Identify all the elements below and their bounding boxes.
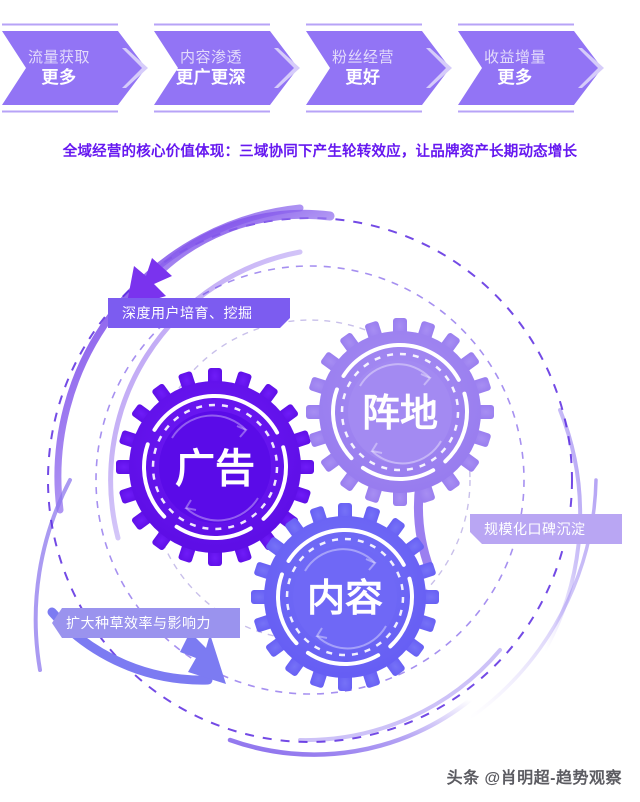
gear-advertising-hub <box>159 411 271 523</box>
banner-step-3: 粉丝经营 更好 <box>304 22 456 114</box>
process-banner: 流量获取 更多 内容渗透 更广更深 <box>0 22 640 114</box>
gear-position-label: 阵地 <box>362 393 438 435</box>
tag-expand-seeding-efficiency: 扩大种草效率与影响力 <box>52 608 240 638</box>
gear-advertising-spin-arrow-2-icon <box>184 499 197 511</box>
gear-content-spin-arrow-2-icon <box>315 627 328 639</box>
tag-label-2: 扩大种草效率与影响力 <box>66 615 211 631</box>
gear-position-ring-dashed <box>340 352 460 472</box>
gear-content-hub <box>293 545 397 649</box>
gear-position-spin-arc-2 <box>371 440 442 465</box>
orbit-dashed-inner <box>149 319 471 641</box>
orbit-dashed-mid <box>95 265 525 695</box>
tag-deep-user-cultivation: 深度用户培育、挖掘 <box>108 298 290 328</box>
orbit-dashed-outer <box>47 217 573 743</box>
banner-shape <box>458 31 602 105</box>
arrow-to-content-head-icon <box>180 632 226 684</box>
gear-position-hub <box>348 360 452 464</box>
tag-shape-0 <box>108 298 290 328</box>
tag-label-0: 深度用户培育、挖掘 <box>122 305 253 321</box>
gear-content-ring-outer <box>276 528 414 666</box>
arrow-to-advertising-head-icon <box>126 258 172 308</box>
orbit-arc-far-left <box>33 478 72 672</box>
tag-shape-2 <box>52 608 240 638</box>
banner-step-2: 内容渗透 更广更深 <box>152 22 304 114</box>
gear-position-spin-arrow-2-icon <box>370 442 383 454</box>
gear-position-spin-arrow-1-icon <box>420 373 432 386</box>
gear-advertising-spin-arc-2 <box>185 497 259 522</box>
gear-advertising-label: 广告 <box>175 447 255 491</box>
gear-advertising-ring-dashed <box>151 403 279 531</box>
banner-shape <box>2 31 146 105</box>
banner-shape <box>154 31 298 105</box>
gear-advertising[interactable]: 广告 <box>116 368 314 566</box>
tag-shape-1 <box>470 514 622 544</box>
gear-advertising-spin-arc-1 <box>171 414 247 439</box>
banner-step-4: 收益增量 更多 <box>456 22 608 114</box>
gear-content-spin-arrow-1-icon <box>365 558 377 571</box>
banner-shape <box>306 31 450 105</box>
section-title: 全域经营的核心价值体现：三域协同下产生轮转效应，让品牌资产长期动态增长 <box>62 144 578 160</box>
gear-cycle-diagram: 广告 <box>0 180 640 760</box>
watermark: 头条 @肖明超-趋势观察 <box>446 770 622 787</box>
tag-scaled-reputation: 规模化口碑沉淀 <box>470 514 622 544</box>
gear-content-spin-arc-1 <box>304 548 376 572</box>
gear-position-spin-arc-1 <box>359 363 431 387</box>
gear-content-ring-dashed <box>285 537 405 657</box>
orbit-arc-mid-left <box>108 249 303 541</box>
banner-arrow-icon <box>122 48 148 88</box>
banner-arrow-icon <box>578 48 604 88</box>
gear-position-ring-outer <box>331 343 469 481</box>
banner-step-1: 流量获取 更多 <box>0 22 152 114</box>
banner-arrow-icon <box>426 48 452 88</box>
gear-position[interactable]: 阵地 <box>306 318 494 506</box>
gear-content[interactable]: 内容 <box>251 503 439 691</box>
gear-content-spin-arc-2 <box>316 625 387 650</box>
tag-label-1: 规模化口碑沉淀 <box>484 521 586 537</box>
gear-advertising-spin-arrow-1-icon <box>236 425 248 438</box>
banner-arrow-icon <box>274 48 300 88</box>
diagram-svg: 广告 <box>33 204 598 757</box>
gear-advertising-ring-outer <box>142 394 288 540</box>
orbit-arc-bottom <box>227 697 473 757</box>
orbit-arc-bottom-right <box>298 648 502 743</box>
gear-content-label: 内容 <box>307 578 383 620</box>
